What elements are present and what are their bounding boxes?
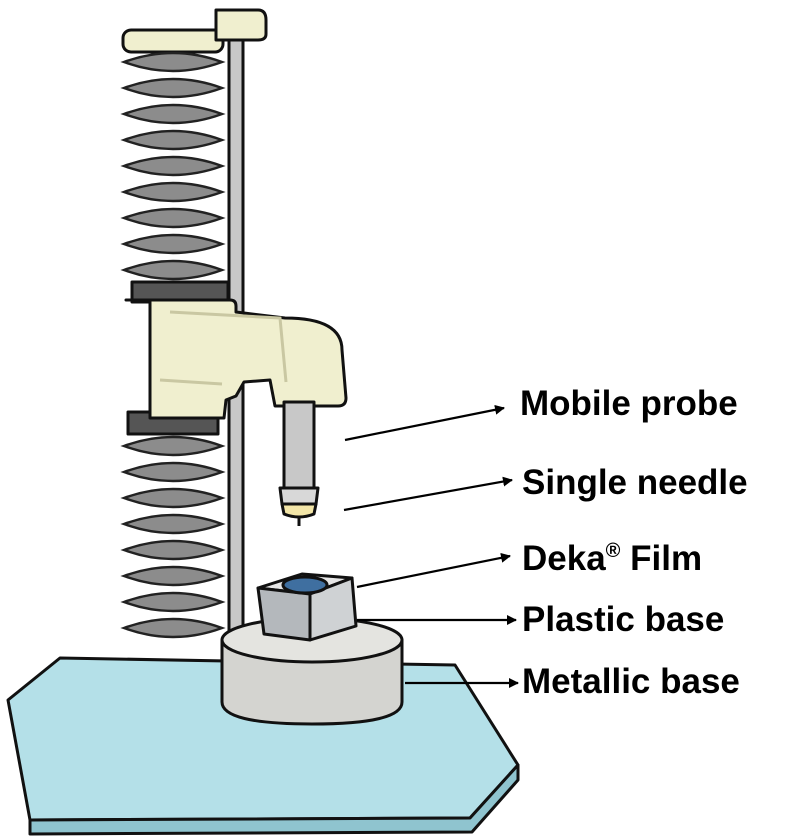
label-deka-film-name: Deka <box>522 539 606 578</box>
bellows-fold <box>120 435 226 457</box>
label-deka-film-suffix: Film <box>620 539 702 578</box>
bellows-fold <box>120 207 226 229</box>
bellows-fold <box>120 51 226 73</box>
arrow-mobile-probe <box>344 404 505 442</box>
arrow-single-needle <box>343 476 513 512</box>
bellows-fold <box>120 487 226 509</box>
bellows-column <box>120 28 226 639</box>
bellows-fold <box>120 233 226 255</box>
label-mobile-probe: Mobile probe <box>520 384 738 423</box>
bellows-fold <box>120 129 226 151</box>
deka-film <box>281 575 329 595</box>
bellows-fold <box>120 259 226 281</box>
bellows-fold <box>120 103 226 125</box>
label-single-needle: Single needle <box>522 463 748 502</box>
bellows-fold <box>120 77 226 99</box>
bellows-fold <box>120 539 226 561</box>
bellows-fold <box>120 513 226 535</box>
bellows-fold <box>120 591 226 613</box>
arrow-deka-film <box>356 552 511 589</box>
mobile-probe <box>278 400 320 506</box>
label-metallic-base: Metallic base <box>522 662 740 701</box>
registered-mark: ® <box>606 540 621 562</box>
bellows-fold <box>120 565 226 587</box>
bellows-fold <box>120 461 226 483</box>
label-plastic-base: Plastic base <box>522 600 724 639</box>
plastic-base <box>256 572 358 642</box>
pointer-arrows <box>343 404 519 688</box>
bellows-fold <box>120 181 226 203</box>
carriage-arm <box>124 280 348 436</box>
label-deka-film: Deka® Film <box>522 539 702 578</box>
single-needle <box>280 502 318 526</box>
bellows-fold <box>120 617 226 639</box>
bellows-fold <box>120 155 226 177</box>
